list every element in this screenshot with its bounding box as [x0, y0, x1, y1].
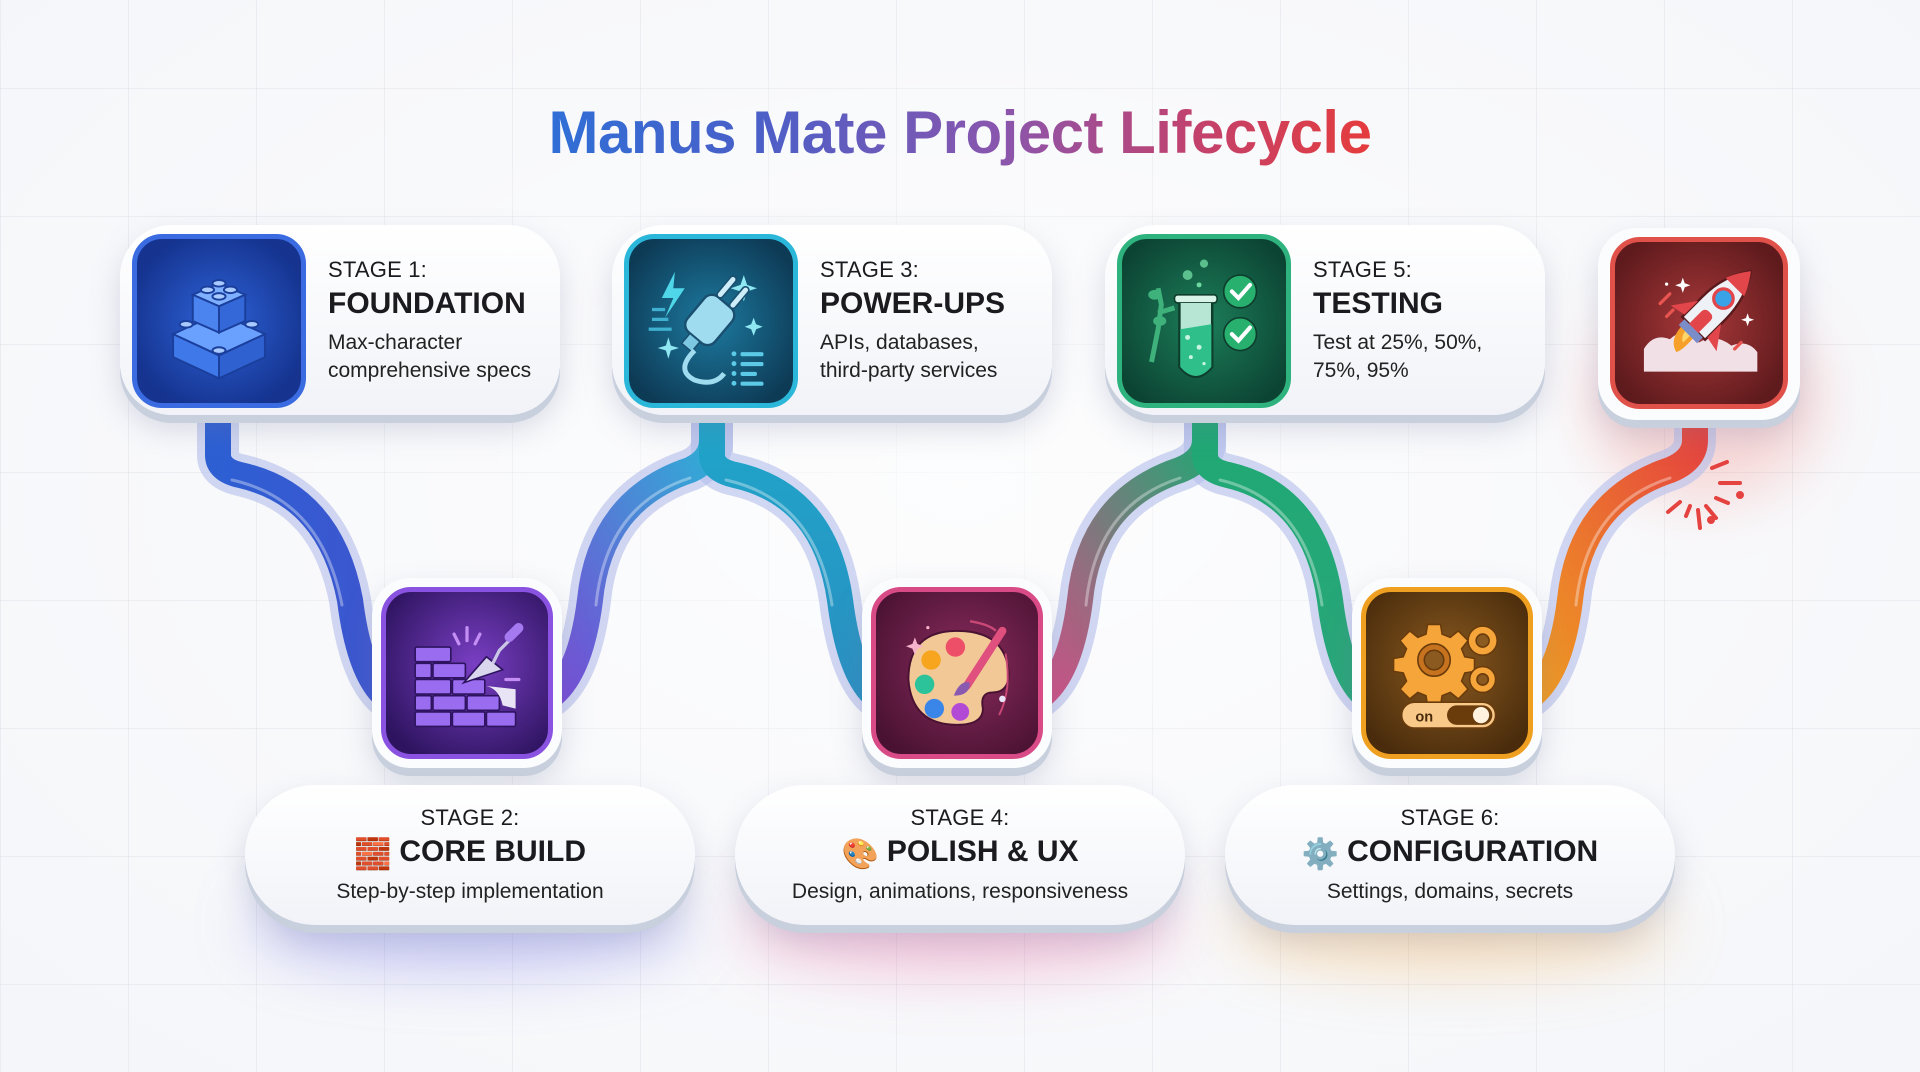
brick-emoji-icon: 🧱	[353, 838, 392, 871]
stage-2-tile[interactable]	[372, 578, 562, 768]
stage-6-text: STAGE 6: ⚙️CONFIGURATION Settings, domai…	[1225, 805, 1675, 906]
stage-3-card[interactable]: STAGE 3: POWER-UPS APIs, databases, thir…	[612, 225, 1052, 415]
stage-1-card[interactable]: STAGE 1: FOUNDATION Max-character compre…	[120, 225, 560, 415]
stage-name: FOUNDATION	[328, 287, 526, 320]
stage-description-line: Max-character	[328, 331, 463, 354]
stage-label: STAGE 1:	[328, 257, 427, 282]
stage-4-text: STAGE 4: 🎨POLISH & UX Design, animations…	[735, 805, 1185, 906]
stage-description-line: Test at 25%, 50%,	[1313, 331, 1483, 354]
stage-name: 🎨POLISH & UX	[735, 835, 1185, 872]
stage-3-text: STAGE 3: POWER-UPS APIs, databases, thir…	[820, 257, 1040, 385]
stage-5-card[interactable]: STAGE 5: TESTING Test at 25%, 50%, 75%, …	[1105, 225, 1545, 415]
stage-4-tile[interactable]	[862, 578, 1052, 768]
stage-name: POWER-UPS	[820, 287, 1006, 320]
stage-6-tile[interactable]: on	[1352, 578, 1542, 768]
stage-1-text: STAGE 1: FOUNDATION Max-character compre…	[328, 257, 548, 385]
rocket-icon	[1610, 237, 1788, 409]
stage-name-text: POLISH & UX	[886, 835, 1079, 868]
stage-description: Max-character comprehensive specs	[328, 329, 548, 385]
stage-6-card[interactable]: STAGE 6: ⚙️CONFIGURATION Settings, domai…	[1225, 785, 1675, 925]
stage-description: APIs, databases, third-party services	[820, 329, 1040, 385]
stage-description-line: third-party services	[820, 359, 998, 382]
stage-name-text: CONFIGURATION	[1347, 835, 1599, 868]
stage-description-line: 75%, 95%	[1313, 359, 1409, 382]
stage-description: Test at 25%, 50%, 75%, 95%	[1313, 329, 1533, 385]
gears-toggle-icon: on	[1361, 587, 1533, 759]
stage-label: STAGE 2:	[420, 805, 520, 830]
stage-description-line: APIs, databases,	[820, 331, 979, 354]
stage-name: TESTING	[1313, 287, 1444, 320]
stage-label: STAGE 6:	[1400, 805, 1500, 830]
stage-name: 🧱CORE BUILD	[245, 835, 695, 872]
paint-palette-icon	[871, 587, 1043, 759]
stage-2-card[interactable]: STAGE 2: 🧱CORE BUILD Step-by-step implem…	[245, 785, 695, 925]
stage-description: Settings, domains, secrets	[1326, 880, 1574, 903]
page-title: Manus Mate Project Lifecycle	[548, 99, 1372, 167]
stage-name: ⚙️CONFIGURATION	[1225, 835, 1675, 872]
stage-description: Design, animations, responsiveness	[791, 880, 1129, 903]
stage-label: STAGE 3:	[820, 257, 919, 282]
stage-name-text: CORE BUILD	[399, 835, 587, 868]
power-plug-icon	[624, 234, 798, 408]
palette-emoji-icon: 🎨	[841, 838, 879, 871]
brick-wall-trowel-icon	[381, 587, 553, 759]
stage-description: Step-by-step implementation	[336, 880, 604, 903]
test-tube-checks-icon	[1117, 234, 1291, 408]
stage-description-line: comprehensive specs	[328, 359, 532, 382]
toggle-on-label: on	[1415, 710, 1433, 726]
stage-4-card[interactable]: STAGE 4: 🎨POLISH & UX Design, animations…	[735, 785, 1185, 925]
stage-2-text: STAGE 2: 🧱CORE BUILD Step-by-step implem…	[245, 805, 695, 906]
lego-bricks-icon	[132, 234, 306, 408]
stage-5-text: STAGE 5: TESTING Test at 25%, 50%, 75%, …	[1313, 257, 1533, 385]
launch-burst-icon	[1666, 460, 1744, 530]
launch-tile[interactable]	[1598, 228, 1800, 420]
stage-label: STAGE 4:	[910, 805, 1010, 830]
stage-label: STAGE 5:	[1313, 257, 1412, 282]
gear-emoji-icon: ⚙️	[1301, 838, 1340, 871]
